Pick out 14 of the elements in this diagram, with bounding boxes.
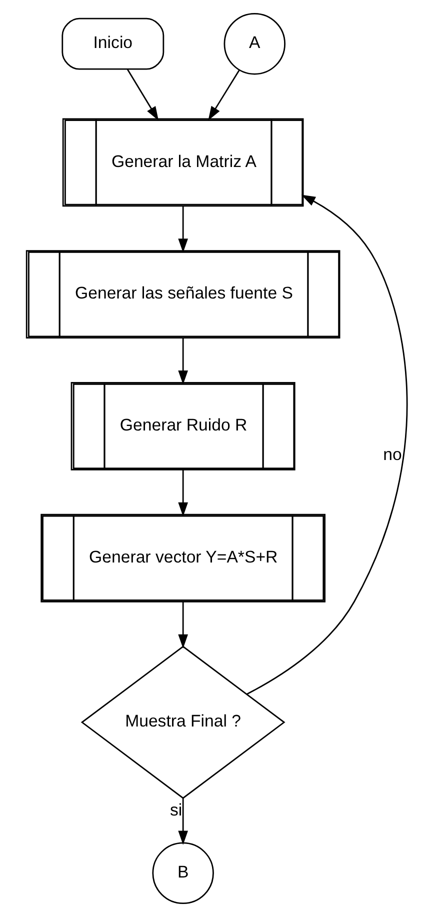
arrow [126, 68, 158, 121]
arrow [178, 798, 188, 845]
arrow [178, 470, 188, 516]
arrow [178, 602, 188, 648]
node-circle: B [152, 842, 214, 904]
node-circle: A [223, 12, 285, 75]
arrow [178, 206, 188, 253]
arrow [178, 338, 188, 385]
arrow [208, 70, 240, 120]
node-box: Inicio [61, 18, 164, 70]
edge-label: no [382, 444, 402, 464]
node-diamond: Muestra Final ? [80, 646, 285, 799]
arrow [246, 194, 408, 695]
edge-label: si [169, 800, 182, 820]
